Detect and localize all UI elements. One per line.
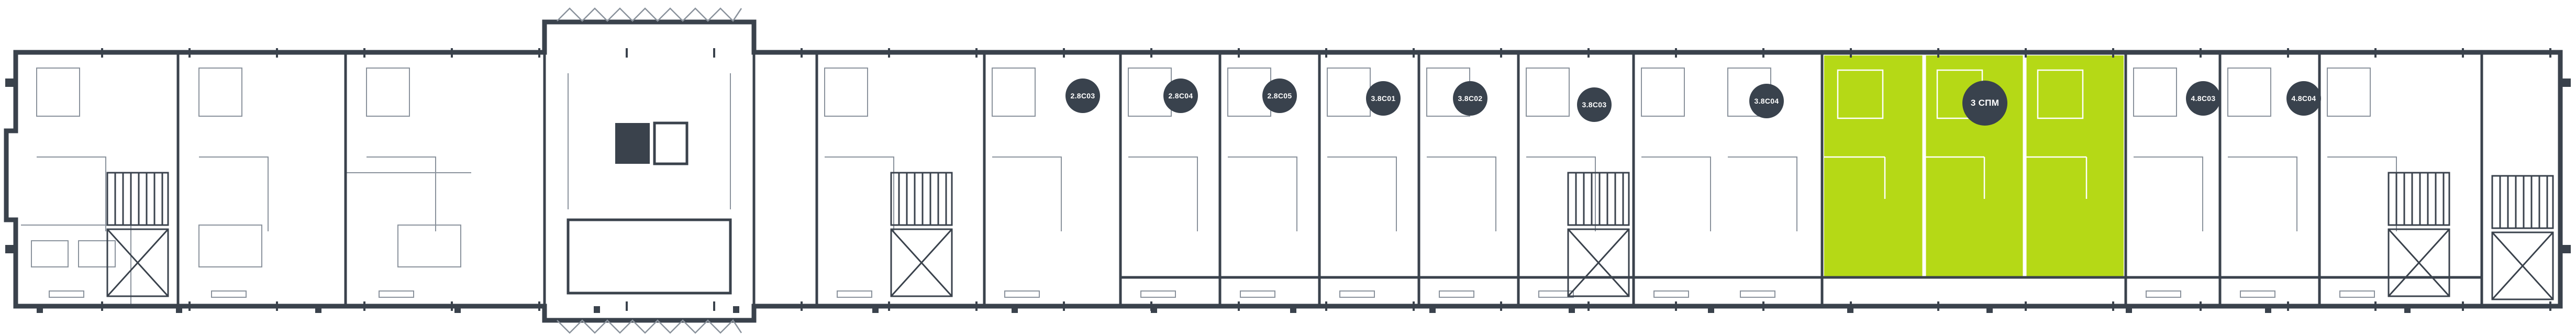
balcony-stubs (37, 306, 2539, 313)
unit-badge[interactable]: 4.8С04 (2286, 81, 2321, 116)
interior-details (21, 68, 2397, 304)
unit-badge[interactable]: 4.8С03 (2186, 81, 2220, 116)
selected-unit-badge-label: 3 СПМ (1970, 98, 2000, 108)
elevator-shaft-2 (653, 121, 689, 165)
unit-walls (176, 54, 2483, 304)
unit-badge[interactable]: 2.8С03 (1065, 79, 1100, 113)
elevator-shaft (615, 123, 650, 164)
lobby (567, 218, 732, 295)
unit-badge-label: 2.8С05 (1267, 92, 1292, 100)
unit-badge[interactable]: 3.8С01 (1366, 81, 1401, 116)
top-wall-ticks (16, 48, 2560, 58)
unit-badge-label: 3.8С02 (1458, 94, 1483, 103)
unit-badge[interactable]: 3.8С03 (1577, 87, 1612, 122)
unit-badge[interactable]: 2.8С05 (1262, 79, 1297, 113)
unit-badge[interactable]: 3.8С04 (1749, 84, 1784, 118)
unit-badge-label: 2.8С03 (1070, 92, 1095, 100)
unit-badge-label: 3.8С04 (1754, 97, 1779, 105)
unit-badge-label: 3.8С01 (1371, 94, 1396, 103)
building-outline (4, 7, 2563, 334)
unit-badge[interactable]: 2.8С04 (1163, 79, 1198, 113)
selected-unit-badge[interactable]: 3 СПМ (1962, 81, 2007, 126)
stair-cores (106, 172, 2554, 300)
stairs-zigzag-top (557, 7, 742, 22)
unit-badge-label: 4.8С03 (2191, 94, 2216, 103)
selected-unit-dividers (1922, 55, 2027, 277)
stairs-zigzag-bottom (557, 319, 742, 334)
selected-unit-rooms (1824, 69, 2088, 199)
entrance-core (567, 121, 732, 295)
unit-badge-label: 2.8С04 (1168, 92, 1193, 100)
edge-markers (5, 79, 2571, 253)
unit-badge-label: 4.8С04 (2291, 94, 2316, 103)
unit-badge-label: 3.8С03 (1582, 100, 1607, 109)
unit-badge[interactable]: 3.8С02 (1453, 81, 1487, 116)
